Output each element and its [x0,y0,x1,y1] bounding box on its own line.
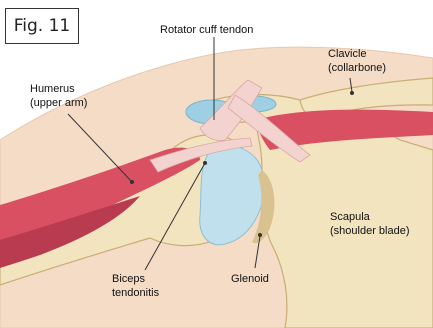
label-scapula: Scapula (shoulder blade) [330,210,410,238]
label-biceps-tendonitis: Biceps tendonitis [112,272,159,300]
leader-humerus-dot [130,180,134,184]
label-humerus: Humerus (upper arm) [30,82,87,110]
leader-clavicle-dot [350,91,354,95]
figure-label: Fig. 11 [5,8,79,44]
label-clavicle: Clavicle (collarbone) [328,47,386,75]
label-glenoid: Glenoid [231,272,269,286]
label-rotator-cuff-tendon: Rotator cuff tendon [160,23,253,37]
leader-glenoid-dot [258,233,262,237]
leader-biceps-dot [203,161,207,165]
